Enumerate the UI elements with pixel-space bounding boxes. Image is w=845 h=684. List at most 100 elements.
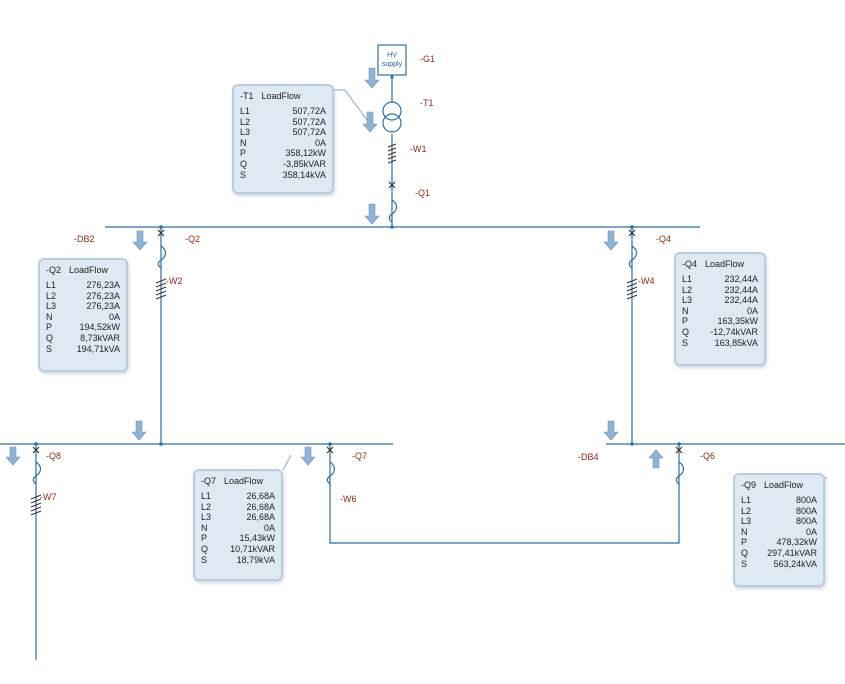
row-value: 26,68A (246, 512, 275, 523)
panel-row: N 0A (741, 527, 817, 538)
row-value: 10,71kVAR (230, 543, 275, 554)
panel-device: -Q2 (46, 265, 62, 275)
tag-t1: -T1 (420, 98, 434, 108)
flow-arrow-down-icon (603, 230, 619, 251)
panel-title: -Q2 LoadFlow (46, 265, 120, 275)
flow-arrow-down-icon (132, 230, 148, 251)
row-value: 0A (263, 522, 275, 533)
row-label: N (741, 526, 748, 537)
row-label: Q (682, 326, 690, 337)
breaker-q1-symbol[interactable] (388, 181, 398, 223)
tag-w4: -W4 (638, 276, 655, 286)
junction-db2 (159, 442, 163, 446)
row-label: P (240, 148, 247, 159)
breaker-q8-symbol[interactable] (32, 446, 42, 485)
breaker-q7-symbol[interactable] (326, 446, 336, 485)
row-value: 507,72A (292, 127, 326, 138)
panel-device: -T1 (240, 91, 254, 101)
junction-q2 (159, 225, 163, 229)
transformer-t1[interactable] (382, 101, 402, 133)
tag-q1: -Q1 (415, 188, 430, 198)
cable-w2-symbol[interactable] (155, 278, 167, 300)
row-value: 507,72A (292, 116, 326, 127)
panel-device: -Q7 (201, 476, 217, 486)
row-value: 358,14kVA (282, 169, 326, 180)
panel-row: Q -12,74kVAR (682, 327, 758, 338)
row-value: 232,44A (724, 274, 758, 284)
junction-q4 (630, 225, 634, 229)
row-label: N (201, 522, 208, 533)
tag-w6: -W6 (340, 494, 357, 504)
tag-q7: -Q7 (352, 451, 367, 461)
row-value: 507,72A (292, 106, 326, 116)
panel-row: L1 507,72A (240, 106, 326, 117)
row-value: 163,35kW (717, 316, 758, 327)
hv-supply-source[interactable]: HV supply (377, 44, 407, 79)
panel-subtitle: LoadFlow (224, 476, 264, 486)
row-label: N (682, 305, 689, 316)
breaker-q4-symbol[interactable] (628, 229, 638, 269)
hv-label-line1: HV (387, 52, 397, 59)
junction-t1 (390, 225, 394, 229)
tag-db2: -DB2 (74, 234, 95, 244)
row-label: P (201, 533, 208, 544)
panel-subtitle: LoadFlow (69, 265, 109, 275)
row-label: Q (240, 158, 248, 169)
row-label: P (741, 537, 748, 548)
row-label: Q (46, 332, 54, 343)
flow-arrow-down-icon (131, 420, 147, 441)
row-label: N (240, 137, 247, 148)
cable-symbols (30, 143, 638, 516)
row-value: 194,71kVA (76, 343, 120, 354)
row-value: 0A (314, 137, 326, 148)
breaker-q2-symbol[interactable] (157, 229, 167, 269)
cable-w7-symbol[interactable] (30, 494, 42, 516)
row-value: 358,12kW (285, 148, 326, 159)
junctions (34, 225, 681, 446)
tag-w1: -W1 (410, 144, 427, 154)
row-value: 276,23A (86, 290, 120, 301)
cable-w4-symbol[interactable] (626, 278, 638, 300)
tag-q6: -Q6 (700, 451, 715, 461)
flow-arrow-down-icon (364, 67, 380, 89)
panel-row: Q-3,85kVAR (240, 159, 326, 170)
tag-q8: -Q8 (46, 451, 61, 461)
row-label: L1 (46, 280, 57, 290)
row-label: P (682, 316, 689, 327)
panel-subtitle: LoadFlow (705, 259, 745, 269)
breaker-symbols (32, 181, 685, 485)
breaker-q6-symbol[interactable] (675, 446, 685, 485)
tag-q4: -Q4 (656, 234, 671, 244)
panel-row: P 358,12kW (240, 148, 326, 159)
row-label: L3 (741, 516, 752, 527)
panel-device: -Q9 (741, 480, 757, 490)
cable-w1-symbol[interactable] (387, 143, 397, 164)
row-value: 276,23A (86, 301, 120, 312)
row-value: 276,23A (86, 280, 120, 290)
row-label: L1 (682, 274, 693, 284)
row-label: L1 (201, 491, 212, 501)
row-label: L1 (240, 106, 251, 116)
row-value: -12,74kVAR (710, 326, 758, 337)
panel-row: L1 232,44A (682, 274, 758, 285)
row-value: 0A (805, 526, 817, 537)
row-label: S (201, 554, 208, 565)
tag-w7: -W7 (40, 492, 57, 502)
